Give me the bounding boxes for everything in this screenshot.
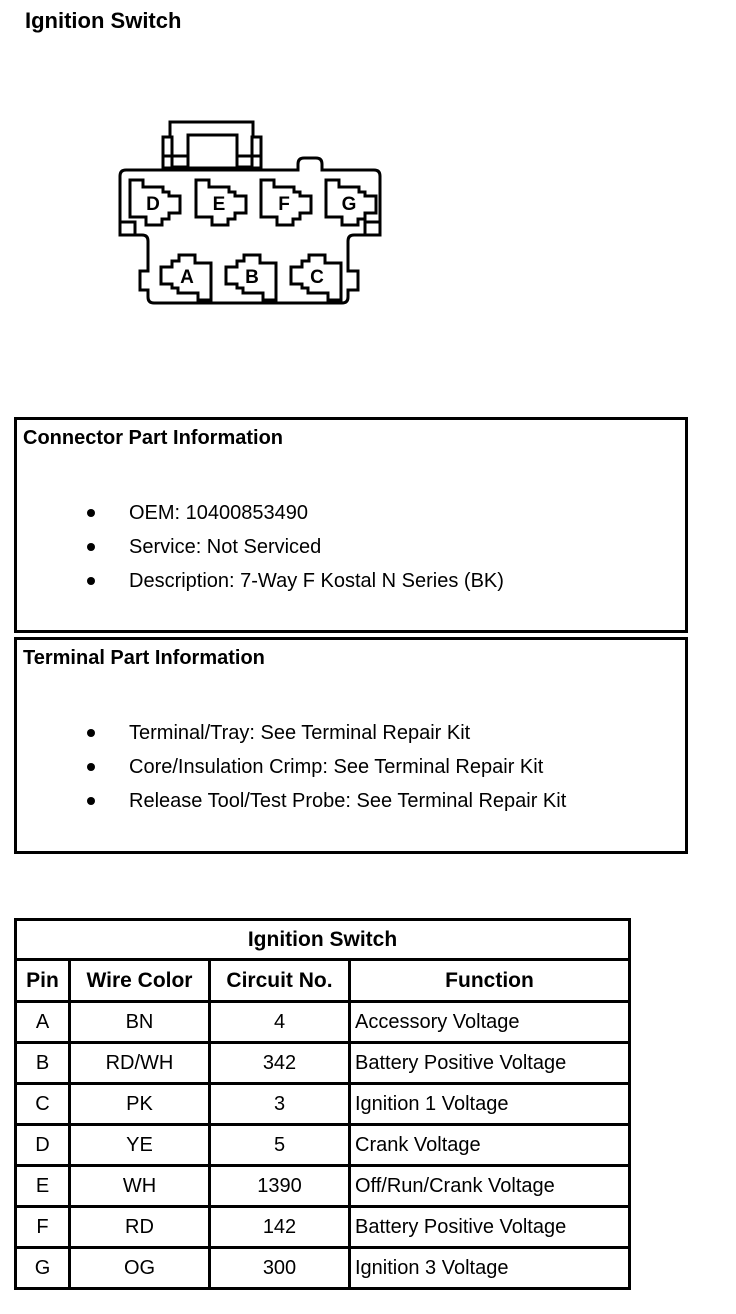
bullet-icon: [87, 797, 95, 805]
table-row: C PK 3 Ignition 1 Voltage: [14, 1082, 632, 1126]
pinout-table: Ignition Switch Pin Wire Color Circuit N…: [13, 918, 632, 1290]
list-item: OEM: 10400853490: [23, 496, 679, 530]
cell-function: Crank Voltage: [347, 1123, 632, 1167]
description-value: Description: 7-Way F Kostal N Series (BK…: [129, 569, 504, 592]
cell-wire-color: PK: [68, 1082, 211, 1126]
list-item: Release Tool/Test Probe: See Terminal Re…: [23, 784, 679, 818]
table-header-row: Pin Wire Color Circuit No. Function: [14, 958, 632, 1003]
pin-label-e: E: [213, 194, 226, 215]
core-insulation-crimp-value: Core/Insulation Crimp: See Terminal Repa…: [129, 755, 544, 778]
pin-cavity-a: [159, 253, 213, 302]
cell-function: Battery Positive Voltage: [347, 1041, 632, 1085]
cell-function: Accessory Voltage: [347, 1000, 632, 1044]
column-header-wire-color: Wire Color: [68, 958, 211, 1003]
bullet-icon: [87, 577, 95, 585]
notch-left: [118, 220, 137, 237]
pin-label-f: F: [278, 194, 290, 215]
terminal-part-information-box: Terminal Part Information Terminal/Tray:…: [14, 637, 688, 854]
pin-cavity-d: [128, 178, 182, 227]
terminal-tray-value: Terminal/Tray: See Terminal Repair Kit: [129, 721, 471, 744]
cell-function: Ignition 3 Voltage: [347, 1246, 632, 1290]
list-item: Core/Insulation Crimp: See Terminal Repa…: [23, 750, 679, 784]
pin-label-c: C: [310, 267, 324, 288]
cell-pin: G: [14, 1246, 71, 1290]
table-row: G OG 300 Ignition 3 Voltage: [14, 1246, 632, 1290]
latch-post-right: [250, 135, 263, 170]
bullet-icon: [87, 509, 95, 517]
oem-value: OEM: 10400853490: [129, 501, 309, 524]
cell-circuit-no: 4: [208, 1000, 351, 1044]
list-item: Description: 7-Way F Kostal N Series (BK…: [23, 564, 679, 598]
cell-wire-color: BN: [68, 1000, 211, 1044]
pin-cavity-c: [289, 253, 343, 302]
connector-part-information-title: Connector Part Information: [23, 427, 284, 449]
table-title: Ignition Switch: [13, 918, 632, 961]
cell-wire-color: WH: [68, 1164, 211, 1208]
list-item: Service: Not Serviced: [23, 530, 679, 564]
column-header-circuit-no: Circuit No.: [208, 958, 351, 1003]
cell-circuit-no: 142: [208, 1205, 351, 1249]
pin-label-g: G: [342, 194, 357, 215]
page-title: Ignition Switch: [25, 8, 182, 33]
notch-right: [363, 220, 382, 237]
cell-wire-color: RD/WH: [68, 1041, 211, 1085]
pin-label-b: B: [245, 267, 259, 288]
cell-function: Off/Run/Crank Voltage: [347, 1164, 632, 1208]
cell-circuit-no: 342: [208, 1041, 351, 1085]
connector-part-information-list: OEM: 10400853490 Service: Not Serviced D…: [23, 496, 679, 598]
table-row: F RD 142 Battery Positive Voltage: [14, 1205, 632, 1249]
column-header-pin: Pin: [14, 958, 71, 1003]
cell-pin: F: [14, 1205, 71, 1249]
table-row: B RD/WH 342 Battery Positive Voltage: [14, 1041, 632, 1085]
list-item: Terminal/Tray: See Terminal Repair Kit: [23, 716, 679, 750]
cell-circuit-no: 1390: [208, 1164, 351, 1208]
cell-wire-color: YE: [68, 1123, 211, 1167]
cell-pin: E: [14, 1164, 71, 1208]
cell-pin: C: [14, 1082, 71, 1126]
connector-diagram: D E F G A B C: [118, 120, 382, 305]
pin-label-d: D: [146, 194, 160, 215]
release-tool-test-probe-value: Release Tool/Test Probe: See Terminal Re…: [129, 789, 567, 812]
cell-wire-color: RD: [68, 1205, 211, 1249]
table-row: A BN 4 Accessory Voltage: [14, 1000, 632, 1044]
terminal-part-information-list: Terminal/Tray: See Terminal Repair Kit C…: [23, 716, 679, 818]
terminal-part-information-title: Terminal Part Information: [23, 647, 265, 669]
cell-pin: A: [14, 1000, 71, 1044]
latch-post-left: [161, 135, 174, 170]
cell-function: Ignition 1 Voltage: [347, 1082, 632, 1126]
latch-inner: [186, 133, 239, 170]
cell-pin: B: [14, 1041, 71, 1085]
cell-circuit-no: 5: [208, 1123, 351, 1167]
cell-pin: D: [14, 1123, 71, 1167]
pin-cavity-g: [324, 178, 378, 227]
part-information-section: Connector Part Information OEM: 10400853…: [14, 417, 688, 854]
cell-function: Battery Positive Voltage: [347, 1205, 632, 1249]
connector-part-information-box: Connector Part Information OEM: 10400853…: [14, 417, 688, 633]
column-header-function: Function: [347, 958, 632, 1003]
pin-cavity-f: [259, 178, 313, 227]
pin-cavity-b: [224, 253, 278, 302]
pin-label-a: A: [180, 267, 194, 288]
table-row: D YE 5 Crank Voltage: [14, 1123, 632, 1167]
bullet-icon: [87, 763, 95, 771]
bullet-icon: [87, 729, 95, 737]
cell-wire-color: OG: [68, 1246, 211, 1290]
table-row: E WH 1390 Off/Run/Crank Voltage: [14, 1164, 632, 1208]
cell-circuit-no: 3: [208, 1082, 351, 1126]
cell-circuit-no: 300: [208, 1246, 351, 1290]
table-title-row: Ignition Switch: [13, 918, 632, 961]
service-value: Service: Not Serviced: [129, 535, 322, 558]
pin-cavity-e: [194, 178, 248, 227]
pinout-table-section: Ignition Switch Pin Wire Color Circuit N…: [13, 918, 632, 1290]
bullet-icon: [87, 543, 95, 551]
